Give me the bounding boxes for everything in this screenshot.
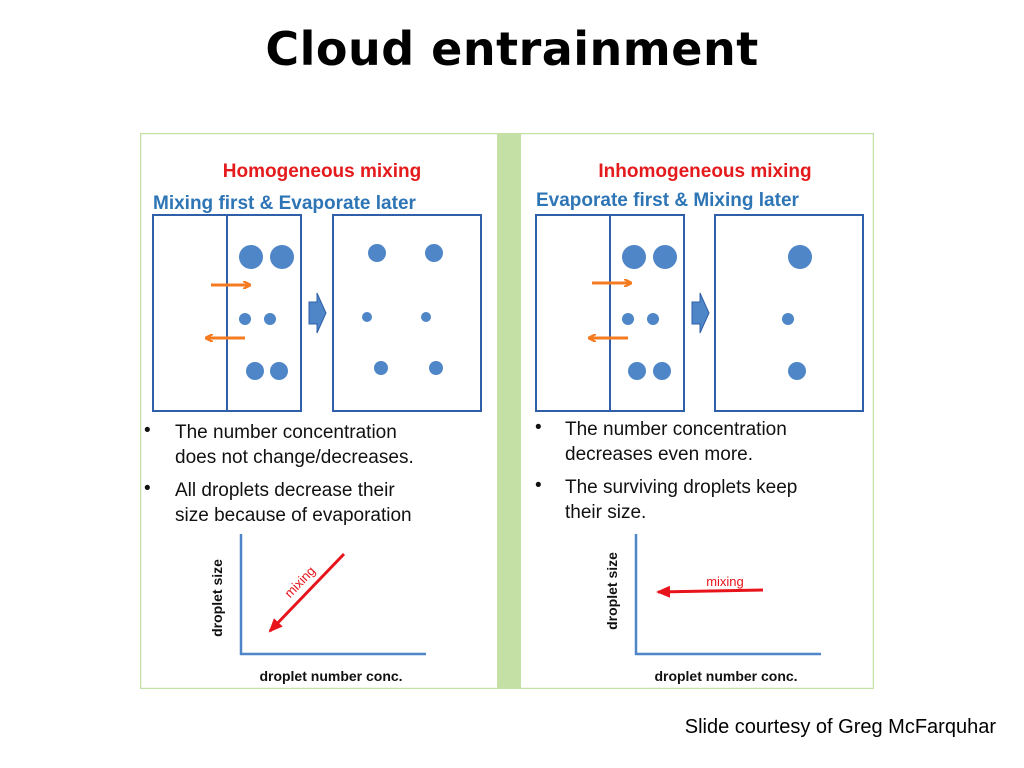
droplet — [425, 244, 443, 262]
plot-y-label: droplet size — [604, 552, 620, 630]
bullet-text: All droplets decrease their — [175, 480, 395, 501]
bullet-text: The number concentration — [565, 419, 787, 440]
droplet — [421, 312, 431, 322]
droplet — [368, 244, 386, 262]
plot-y-label: droplet size — [209, 559, 225, 637]
mixing-arrow — [656, 585, 764, 598]
bullet-text: does not change/decreases. — [175, 447, 414, 468]
plot-x-label: droplet number conc. — [654, 668, 797, 684]
process-arrow-icon — [308, 292, 327, 334]
bullet-text: their size. — [565, 502, 646, 523]
bullet-text: The surviving droplets keep — [565, 477, 797, 498]
inhomogeneous-plot: droplet size droplet number conc. mixing — [604, 534, 821, 684]
droplet — [788, 362, 806, 380]
droplet — [622, 313, 634, 325]
droplet — [429, 361, 443, 375]
droplet — [239, 245, 263, 269]
homogeneous-subtitle: Mixing first & Evaporate later — [153, 193, 417, 214]
bullet-text: decreases even more. — [565, 444, 753, 465]
droplet — [788, 245, 812, 269]
inhomogeneous-panel: Inhomogeneous mixing Evaporate first & M… — [535, 161, 864, 684]
bullet-list: • The number concentration does not chan… — [144, 420, 419, 526]
droplet — [362, 312, 372, 322]
homogeneous-panel: Homogeneous mixing Mixing first & Evapor… — [144, 161, 482, 684]
mixing-arrow — [268, 552, 346, 633]
droplet — [628, 362, 646, 380]
entrainment-figure: Homogeneous mixing Mixing first & Evapor… — [140, 133, 874, 689]
bullet-text: The number concentration — [175, 422, 397, 443]
slide-title: Cloud entrainment — [265, 22, 759, 76]
bullet-text: size because of evaporation — [175, 505, 412, 526]
inhomogeneous-subtitle: Evaporate first & Mixing later — [536, 190, 800, 211]
plot-x-label: droplet number conc. — [259, 668, 402, 684]
droplet — [239, 313, 251, 325]
process-arrow-icon — [691, 292, 710, 334]
droplet — [270, 245, 294, 269]
droplet — [647, 313, 659, 325]
homogeneous-title: Homogeneous mixing — [223, 161, 421, 182]
inhomogeneous-title: Inhomogeneous mixing — [598, 161, 811, 182]
droplet — [374, 361, 388, 375]
droplet — [622, 245, 646, 269]
mixing-arrow-label: mixing — [706, 574, 744, 589]
droplet — [782, 313, 794, 325]
after-box — [332, 214, 482, 412]
bullet-list: • The number concentration decreases eve… — [535, 417, 803, 523]
panel-divider — [497, 133, 521, 689]
droplet — [270, 362, 288, 380]
droplet — [653, 362, 671, 380]
droplet — [653, 245, 677, 269]
droplet — [246, 362, 264, 380]
droplet — [264, 313, 276, 325]
slide-credit: Slide courtesy of Greg McFarquhar — [684, 716, 996, 738]
after-box — [714, 214, 864, 412]
